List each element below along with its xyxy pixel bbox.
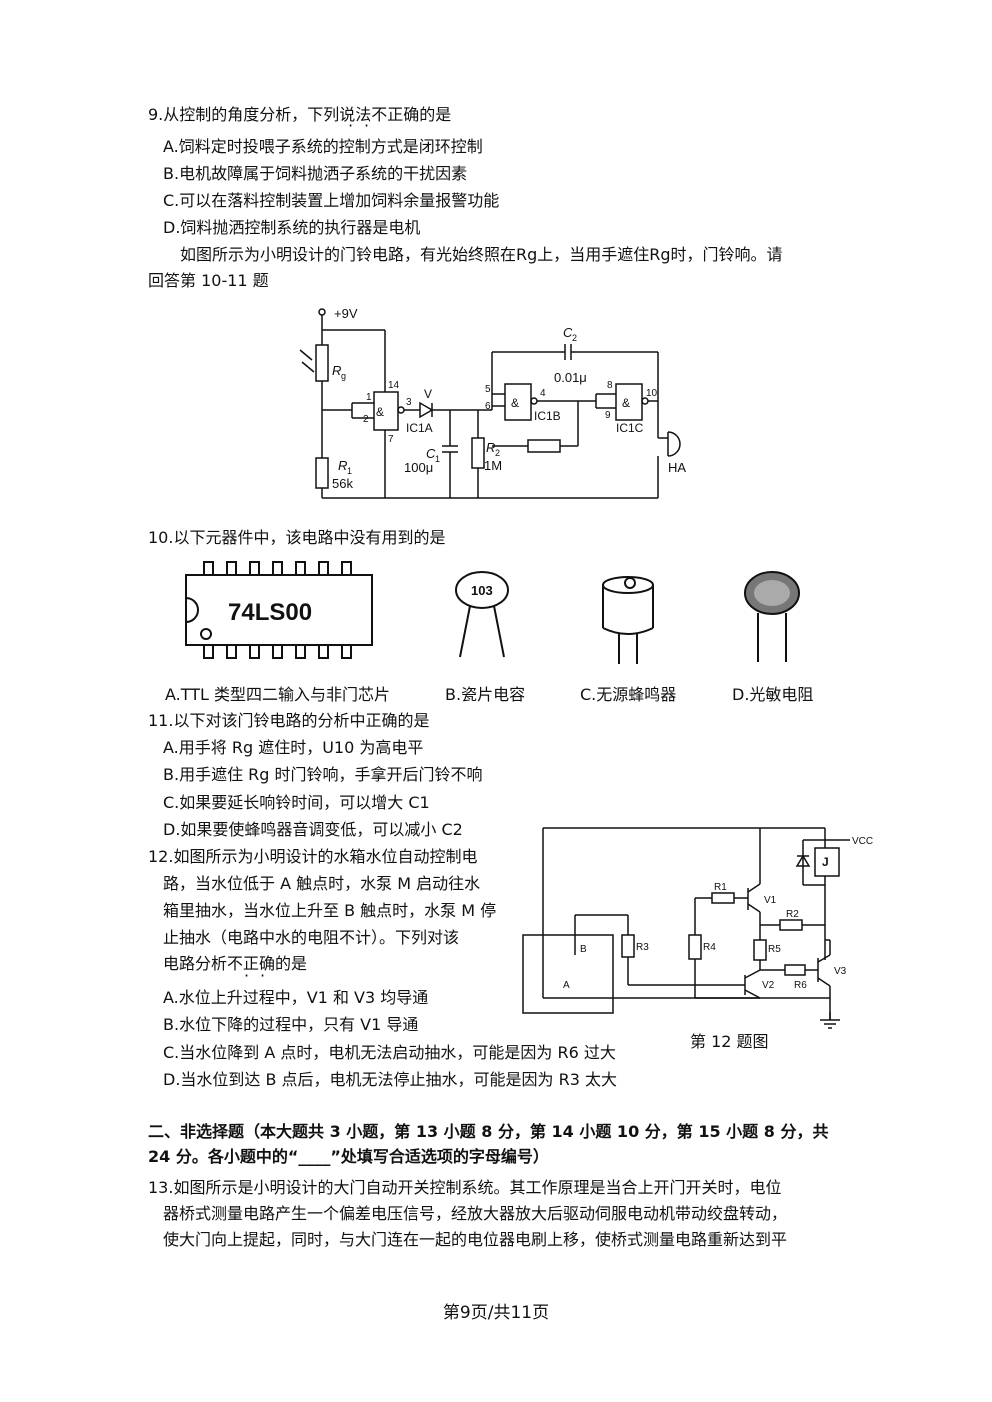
q10-option-b: B.瓷片电容 — [445, 685, 526, 704]
intro-line-2: 回答第 10-11 题 — [148, 271, 269, 290]
q11-option-c: C.如果要延长响铃时间，可以增大 C1 — [163, 793, 430, 812]
c2-sub: 2 — [572, 333, 577, 343]
q9-option-a: A.饲料定时投喂子系统的控制方式是闭环控制 — [163, 137, 483, 156]
contact-b-label: B — [580, 944, 587, 955]
q9-option-c: C.可以在落料控制装置上增加饲料余量报警功能 — [163, 191, 500, 210]
relay-label: J — [822, 855, 829, 869]
r1-value: 56k — [332, 476, 353, 491]
rg-sub: g — [341, 371, 346, 381]
and-symbol-ic1b: & — [511, 396, 519, 410]
pin-1: 1 — [366, 392, 372, 403]
q12-option-b: B.水位下降的过程中，只有 V1 导通 — [163, 1015, 419, 1034]
section2-line-2: 24 分。各小题中的“____”处填写合适选项的字母编号） — [148, 1147, 549, 1166]
c1-label: C — [426, 446, 436, 461]
chip-label: 74LS00 — [228, 599, 312, 626]
pin-14: 14 — [388, 380, 400, 391]
r4-label: R4 — [703, 942, 716, 953]
q13-line-2: 器桥式测量电路产生一个偏差电压信号，经放大器放大后驱动伺服电动机带动绞盘转动， — [163, 1204, 788, 1223]
rg-label: R — [332, 363, 341, 378]
c1-sub: 1 — [435, 454, 440, 464]
c1-value: 100μ — [404, 460, 433, 475]
q12-stem-4: 止抽水（电路中水的电阻不计）。下列对该 — [163, 928, 460, 947]
q13-line-3: 使大门向上提起，同时，与大门连在一起的电位器电刷上移，使桥式测量电路重新达到平 — [163, 1230, 788, 1249]
pin-2: 2 — [363, 414, 369, 425]
r2-label: R2 — [786, 909, 799, 920]
q11-option-b: B.用手遮住 Rg 时门铃响，手拿开后门铃不响 — [163, 765, 483, 784]
pin-10: 10 — [646, 388, 658, 399]
q12-option-c: C.当水位降到 A 点时，电机无法启动抽水，可能是因为 R6 过大 — [163, 1043, 616, 1062]
pin-5: 5 — [485, 384, 491, 395]
emphasis-dot: · — [364, 116, 370, 135]
q12-stem-3: 箱里抽水，当水位上升至 B 触点时，水泵 M 停 — [163, 901, 497, 920]
pin-3: 3 — [406, 397, 412, 408]
capacitor-code: 103 — [471, 583, 493, 598]
c2-label: C — [563, 325, 573, 340]
r2-label: R — [486, 440, 495, 455]
pin-7: 7 — [388, 434, 394, 445]
ic1a-label: IC1A — [406, 421, 433, 435]
passive-buzzer — [602, 576, 654, 664]
emphasis-dot: · — [260, 966, 266, 985]
q12-option-a: A.水位上升过程中，V1 和 V3 均导通 — [163, 988, 429, 1007]
c2-value: 0.01μ — [554, 370, 587, 385]
v1-label: V1 — [764, 895, 777, 906]
q11-option-a: A.用手将 Rg 遮住时，U10 为高电平 — [163, 738, 424, 757]
r6-label: R6 — [794, 980, 807, 991]
r2-sub: 2 — [495, 448, 500, 458]
q9-option-b: B.电机故障属于饲料抛洒子系统的干扰因素 — [163, 164, 468, 183]
q12-stem-5: 电路分析不正确的是 — [163, 954, 308, 973]
ic1c-label: IC1C — [616, 421, 644, 435]
pin-4: 4 — [540, 388, 546, 399]
r3-label: R3 — [636, 942, 649, 953]
q12-figure-caption: 第 12 题图 — [690, 1032, 769, 1051]
pin-9: 9 — [605, 410, 611, 421]
r1-label: R1 — [714, 882, 727, 893]
q9-option-d: D.饲料抛洒控制系统的执行器是电机 — [163, 218, 421, 237]
supply-label: +9V — [334, 306, 358, 321]
ic1b-label: IC1B — [534, 409, 561, 423]
page-footer: 第9页/共11页 — [442, 1303, 550, 1323]
section2-line-1: 二、非选择题（本大题共 3 小题，第 13 小题 8 分，第 14 小题 10 … — [148, 1122, 829, 1141]
v2-label: V2 — [762, 980, 775, 991]
emphasis-dot: · — [244, 966, 250, 985]
and-symbol-ic1c: & — [622, 396, 630, 410]
q9-stem: 9.从控制的角度分析，下列说法不正确的是 — [148, 105, 452, 124]
q12-stem-2: 路，当水位低于 A 触点时，水泵 M 启动往水 — [163, 874, 481, 893]
r2-value: 1M — [484, 458, 502, 473]
q10-option-a: A.TTL 类型四二输入与非门芯片 — [165, 685, 391, 704]
vcc-label: VCC — [852, 836, 873, 847]
q10-option-d: D.光敏电阻 — [732, 685, 814, 704]
pin-6: 6 — [485, 401, 491, 412]
and-symbol-ic1a: & — [376, 405, 384, 419]
r5-label: R5 — [768, 944, 781, 955]
r1-sub: 1 — [347, 466, 352, 476]
q13-line-1: 13.如图所示是小明设计的大门自动开关控制系统。其工作原理是当合上开门开关时，电… — [148, 1178, 782, 1197]
pin-8: 8 — [607, 380, 613, 391]
diode-label: V — [424, 387, 432, 401]
chip-74ls00 — [185, 561, 373, 659]
photoresistor — [744, 571, 800, 662]
q10-stem: 10.以下元器件中，该电路中没有用到的是 — [148, 528, 446, 547]
q11-option-d: D.如果要使蜂鸣器音调变低，可以减小 C2 — [163, 820, 463, 839]
q10-option-c: C.无源蜂鸣器 — [580, 685, 677, 704]
q12-stem-1: 12.如图所示为小明设计的水箱水位自动控制电 — [148, 847, 478, 866]
ceramic-capacitor — [455, 571, 509, 658]
buzzer-label: HA — [668, 460, 686, 475]
r1-label: R — [338, 458, 347, 473]
q12-option-d: D.当水位到达 B 点后，电机无法停止抽水，可能是因为 R3 太大 — [163, 1070, 618, 1089]
q11-stem: 11.以下对该门铃电路的分析中正确的是 — [148, 711, 430, 730]
emphasis-dot: · — [348, 116, 354, 135]
intro-line-1: 如图所示为小明设计的门铃电路，有光始终照在Rg上，当用手遮住Rg时，门铃响。请 — [180, 245, 783, 264]
contact-a-label: A — [563, 980, 570, 991]
v3-label: V3 — [834, 966, 847, 977]
